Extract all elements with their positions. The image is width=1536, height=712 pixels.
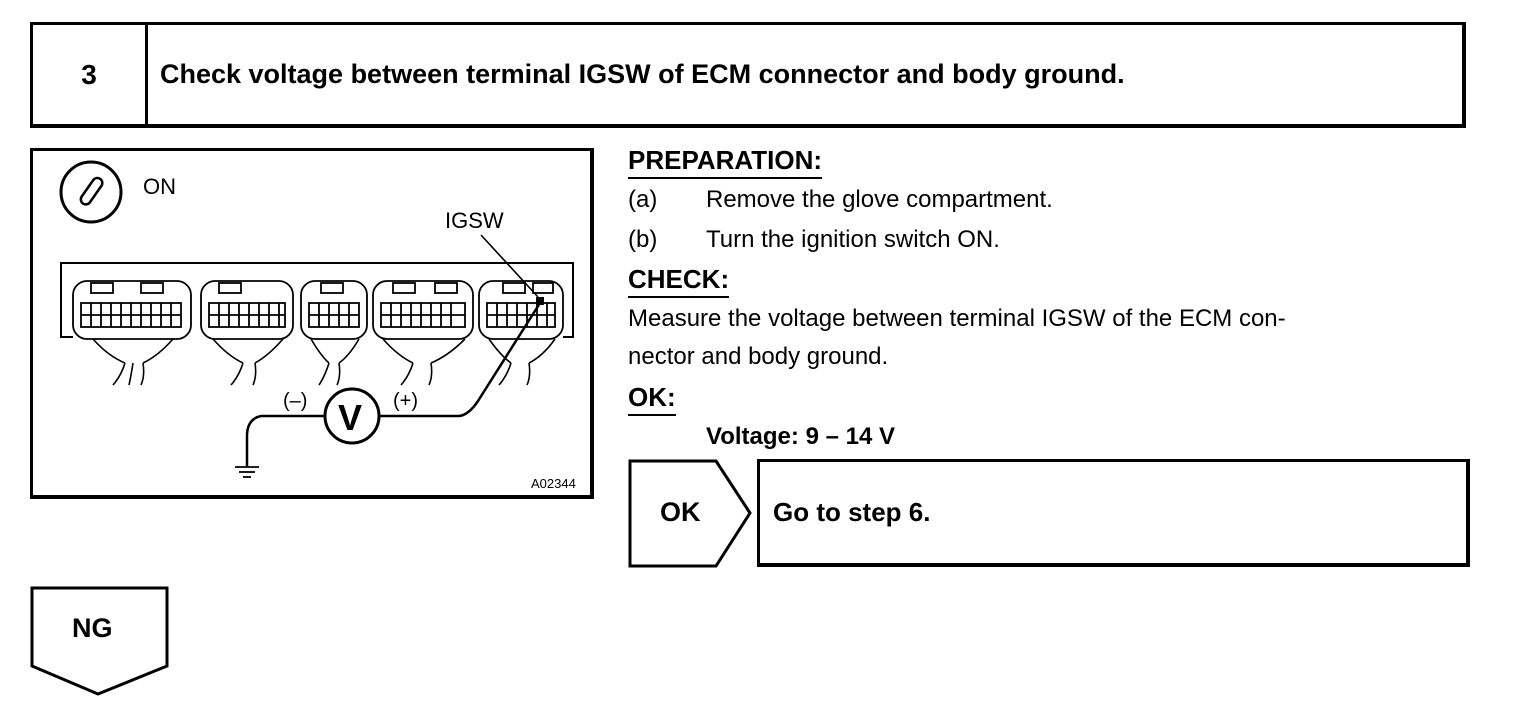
negative-lead-wire (245, 414, 325, 466)
wire-harnesses (92, 338, 556, 386)
preparation-step-b-text: Turn the ignition switch ON. (706, 226, 1000, 253)
connector-1 (72, 280, 192, 340)
igsw-terminal-label: IGSW (445, 208, 504, 233)
connector-4 (372, 280, 474, 340)
positive-lead-wire (379, 302, 542, 418)
step-title: Check voltage between terminal IGSW of E… (160, 59, 1125, 89)
connector-3 (300, 280, 368, 340)
step-marker: (a) (628, 186, 658, 213)
ecm-connector-illustration: ON IGSW (30, 148, 594, 499)
ignition-key-icon (59, 160, 123, 224)
check-line-2: nector and body ground. (628, 343, 889, 370)
ecm-housing (60, 262, 574, 338)
voltmeter-symbol: V (338, 397, 362, 438)
check-heading: CHECK: (628, 264, 730, 298)
igsw-terminal-pin (536, 297, 544, 305)
preparation-step-a: (a) (628, 188, 657, 212)
wiring-diagram: ON IGSW (59, 160, 576, 491)
ng-result-arrow (30, 586, 169, 696)
step-marker: (b) (628, 226, 658, 253)
preparation-heading: PREPARATION: (628, 145, 823, 179)
preparation-step-a-text: Remove the glove compartment. (706, 186, 1053, 213)
check-line-1: Measure the voltage between terminal IGS… (628, 305, 1286, 332)
ok-result-box: Go to step 6. (757, 459, 1470, 567)
step-header: 3 Check voltage between terminal IGSW of… (30, 22, 1466, 128)
ok-result-action: Go to step 6. (773, 497, 931, 527)
ok-result-arrow (628, 459, 752, 568)
ecm-connectors (72, 280, 564, 340)
body-ground-icon (235, 466, 259, 478)
ok-spec-heading: OK: (628, 382, 676, 416)
figure-code: A02344 (531, 476, 576, 491)
step-number: 3 (33, 25, 148, 124)
ok-spec-value: Voltage: 9 – 14 V (706, 423, 895, 450)
ng-result-label: NG (72, 613, 113, 643)
preparation-step-b: (b) (628, 228, 657, 252)
connector-2 (200, 280, 294, 340)
connector-5 (478, 280, 564, 340)
igsw-leader-line (480, 234, 539, 298)
negative-lead-label: (–) (283, 390, 307, 412)
ignition-on-label: ON (143, 174, 176, 199)
positive-lead-label: (+) (393, 390, 418, 412)
ok-result-label: OK (660, 497, 701, 527)
